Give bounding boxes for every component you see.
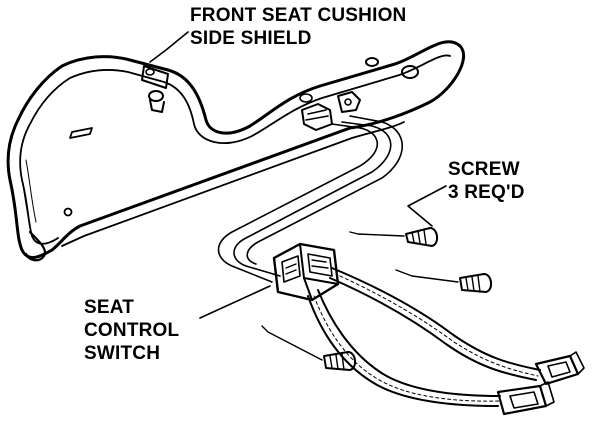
connector-upper [534,351,585,386]
switch-label-line2: CONTROL [84,320,180,341]
connector-lower [496,381,555,416]
screw-middle [395,269,492,293]
screw-label-line1: SCREW [448,159,520,180]
seat-control-switch [272,242,340,302]
assembly-path-lines [217,115,404,283]
side-shield-label-line2: SIDE SHIELD [190,28,312,49]
leader-switch [199,285,271,319]
screw-upper [349,227,438,247]
seat-control-switch-callout: SEAT CONTROL SWITCH [84,296,179,365]
side-shield-panel [6,40,466,262]
screw-callout: SCREW 3 REQ'D [448,158,525,204]
switch-label-line3: SWITCH [84,343,161,364]
wiring-harness [307,267,541,407]
leader-screw [407,185,447,227]
switch-label-line1: SEAT [84,297,135,318]
side-shield-label-line1: FRONT SEAT CUSHION [190,5,407,26]
side-shield-callout: FRONT SEAT CUSHION SIDE SHIELD [190,4,406,50]
leader-shield [149,31,189,63]
screw-label-line2: 3 REQ'D [448,182,525,203]
